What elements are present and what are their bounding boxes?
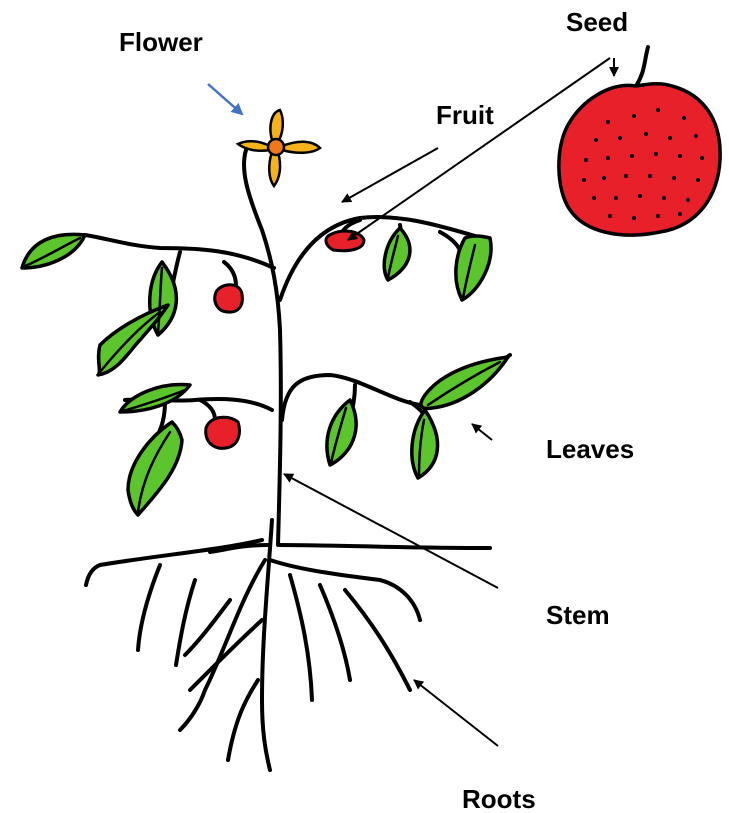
- leaf: [98, 305, 168, 375]
- leaf: [327, 400, 356, 465]
- petal: [282, 142, 320, 153]
- flower: [238, 110, 320, 186]
- petal: [269, 152, 280, 186]
- flower-center: [268, 139, 284, 155]
- arrow-leaves: [472, 424, 492, 440]
- fruit: [206, 417, 240, 448]
- arrow-flower: [208, 84, 242, 114]
- leaf: [128, 422, 182, 515]
- roots: [86, 520, 490, 770]
- label-fruit: Fruit: [436, 100, 494, 130]
- arrow-roots: [414, 680, 498, 746]
- label-leaves: Leaves: [546, 434, 634, 464]
- label-flower: Flower: [119, 27, 203, 57]
- fruit: [215, 285, 243, 312]
- petal: [270, 110, 282, 142]
- leaves: [22, 228, 508, 515]
- leaf: [456, 236, 491, 300]
- petal: [238, 141, 270, 151]
- seed-fruit: [559, 47, 720, 235]
- label-seed: Seed: [566, 7, 628, 37]
- arrow-fruit: [342, 148, 438, 202]
- label-roots: Roots: [462, 784, 536, 813]
- label-stem: Stem: [546, 600, 610, 630]
